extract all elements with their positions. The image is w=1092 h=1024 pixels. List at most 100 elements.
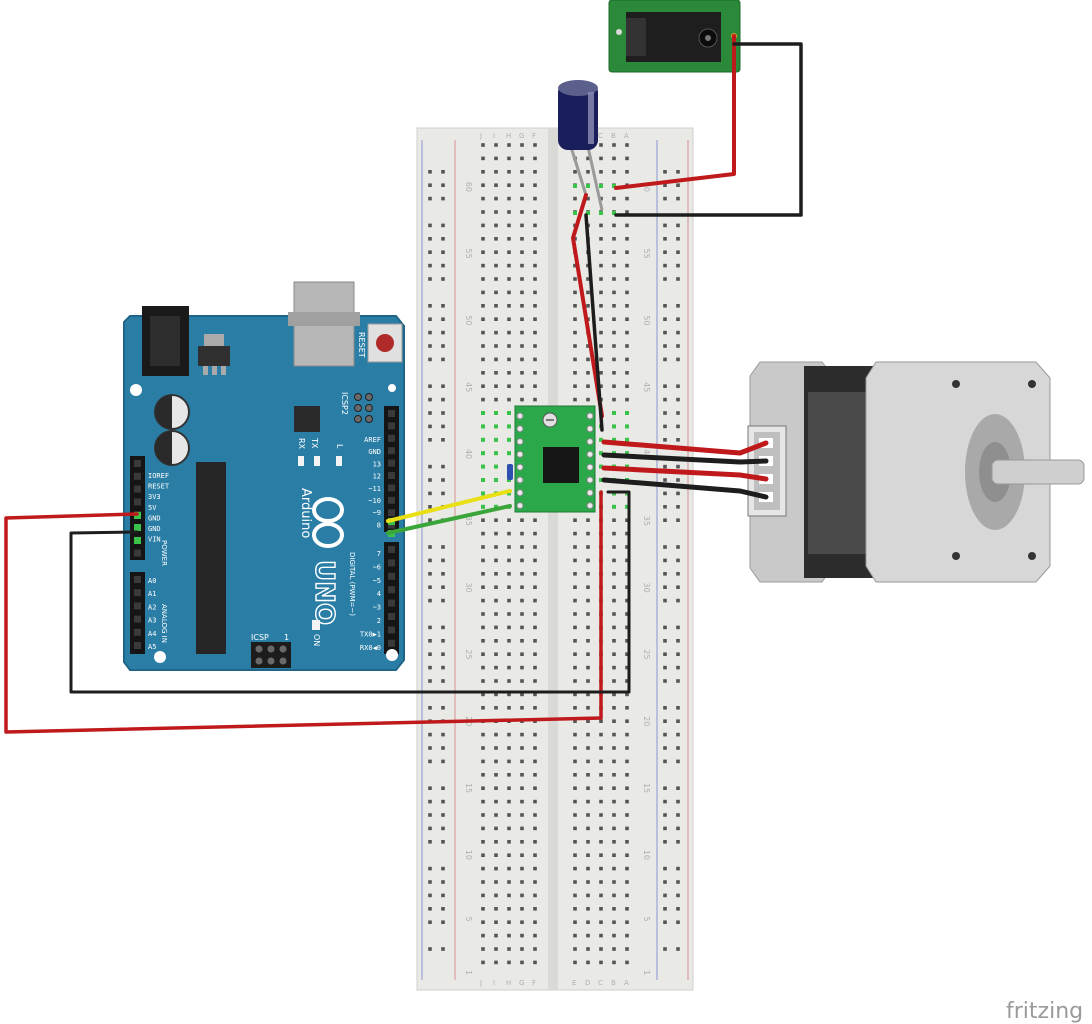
breadboard-hole bbox=[612, 170, 616, 174]
breadboard-hole bbox=[586, 625, 590, 630]
wire-step-pin9[interactable] bbox=[386, 489, 512, 523]
breadboard-hole bbox=[625, 719, 629, 723]
rail-hole bbox=[676, 464, 680, 469]
breadboard-hole bbox=[599, 866, 603, 871]
rail-hole bbox=[676, 947, 680, 951]
header-pin bbox=[388, 613, 395, 620]
connected-pin bbox=[134, 537, 141, 544]
breadboard-hole bbox=[507, 237, 511, 241]
breadboard-hole bbox=[586, 893, 590, 898]
row-number: 45 bbox=[642, 382, 651, 392]
wire-motor-2a[interactable] bbox=[601, 452, 769, 465]
breadboard-hole bbox=[520, 933, 524, 938]
breadboard-hole bbox=[612, 893, 616, 898]
breadboard-hole bbox=[520, 773, 524, 777]
connected-hole bbox=[625, 451, 629, 456]
wire-vmot-gnd[interactable] bbox=[584, 213, 604, 432]
breadboard-hole bbox=[612, 277, 616, 281]
breadboard-hole bbox=[612, 947, 616, 951]
breadboard-hole bbox=[612, 920, 616, 924]
breadboard-hole bbox=[507, 679, 511, 683]
breadboard-hole bbox=[625, 639, 629, 643]
connected-hole bbox=[612, 184, 616, 188]
breadboard-hole bbox=[599, 304, 603, 308]
rail-hole bbox=[441, 840, 445, 844]
wire-5v[interactable] bbox=[4, 490, 603, 734]
breadboard-hole bbox=[625, 304, 629, 308]
rail-hole bbox=[428, 572, 432, 576]
breadboard-hole bbox=[507, 518, 511, 522]
rail-hole bbox=[676, 907, 680, 911]
connected-hole bbox=[573, 184, 577, 188]
pin-label: ~3 bbox=[373, 604, 381, 612]
breadboard-hole bbox=[481, 826, 485, 831]
rail-hole bbox=[663, 558, 667, 563]
breadboard-hole bbox=[586, 947, 590, 951]
breadboard-hole bbox=[599, 344, 603, 348]
breadboard-hole bbox=[586, 304, 590, 308]
dc-power-jack[interactable] bbox=[608, 0, 741, 73]
wire-motor-2b[interactable] bbox=[601, 439, 769, 456]
wire-motor-1b[interactable] bbox=[601, 477, 769, 500]
breadboard-hole bbox=[586, 277, 590, 281]
breadboard-hole bbox=[625, 692, 629, 697]
connected-hole bbox=[586, 211, 590, 215]
breadboard-hole bbox=[494, 826, 498, 831]
wire-vmot[interactable] bbox=[571, 193, 604, 418]
breadboard-hole bbox=[494, 625, 498, 630]
rail-hole bbox=[428, 732, 432, 737]
stepper-motor[interactable] bbox=[747, 361, 1085, 583]
breadboard-hole bbox=[520, 759, 524, 764]
rail-hole bbox=[676, 920, 680, 924]
breadboard-hole bbox=[507, 143, 511, 147]
breadboard-hole bbox=[586, 706, 590, 710]
row-number: 15 bbox=[642, 783, 651, 793]
breadboard-hole bbox=[573, 813, 577, 817]
stepper-driver-module[interactable] bbox=[507, 405, 596, 513]
wire-jack-positive[interactable] bbox=[614, 34, 736, 190]
breadboard-hole bbox=[625, 813, 629, 817]
driver-pin bbox=[516, 438, 524, 446]
wire-gnd[interactable] bbox=[69, 490, 631, 694]
wire-dir-pin8[interactable] bbox=[386, 504, 512, 535]
rail-hole bbox=[428, 799, 432, 804]
breadboard-hole bbox=[533, 572, 537, 576]
breadboard-hole bbox=[612, 143, 616, 147]
breadboard-hole bbox=[481, 545, 485, 549]
breadboard-hole bbox=[599, 357, 603, 362]
rail-hole bbox=[676, 411, 680, 415]
breadboard-hole bbox=[481, 572, 485, 576]
pin-label: RX0◀0 bbox=[360, 644, 381, 652]
breadboard-hole bbox=[612, 813, 616, 817]
rail-hole bbox=[663, 826, 667, 831]
electrolytic-capacitor[interactable] bbox=[558, 80, 604, 211]
row-number: 30 bbox=[464, 583, 473, 593]
pin-label: AREF bbox=[364, 436, 381, 444]
breadboard-hole bbox=[507, 371, 511, 375]
breadboard-hole bbox=[573, 960, 577, 965]
wire-motor-1a[interactable] bbox=[601, 465, 769, 482]
breadboard-hole bbox=[586, 598, 590, 603]
column-letter: C bbox=[598, 132, 603, 140]
arduino-uno-board[interactable]: RESET ICSP2 RX TX L Arduino UNO ON ICSP … bbox=[123, 281, 405, 671]
breadboard-hole bbox=[507, 330, 511, 335]
rail-hole bbox=[428, 397, 432, 402]
breadboard-hole bbox=[481, 317, 485, 321]
breadboard-hole bbox=[494, 840, 498, 844]
driver-pin bbox=[516, 450, 524, 458]
breadboard-hole bbox=[599, 371, 603, 375]
breadboard-hole bbox=[573, 893, 577, 898]
breadboard-hole bbox=[481, 170, 485, 174]
rail-hole bbox=[676, 357, 680, 362]
rail-hole bbox=[663, 464, 667, 469]
rail-hole bbox=[663, 518, 667, 522]
wire-jack-negative[interactable] bbox=[614, 42, 803, 217]
icsp2-header bbox=[354, 393, 373, 423]
breadboard-hole bbox=[520, 384, 524, 388]
connected-hole bbox=[599, 184, 603, 188]
driver-pin bbox=[586, 476, 594, 484]
connected-hole bbox=[625, 424, 629, 429]
column-letter: F bbox=[532, 132, 536, 140]
breadboard-hole bbox=[612, 545, 616, 549]
breadboard-hole bbox=[533, 397, 537, 402]
